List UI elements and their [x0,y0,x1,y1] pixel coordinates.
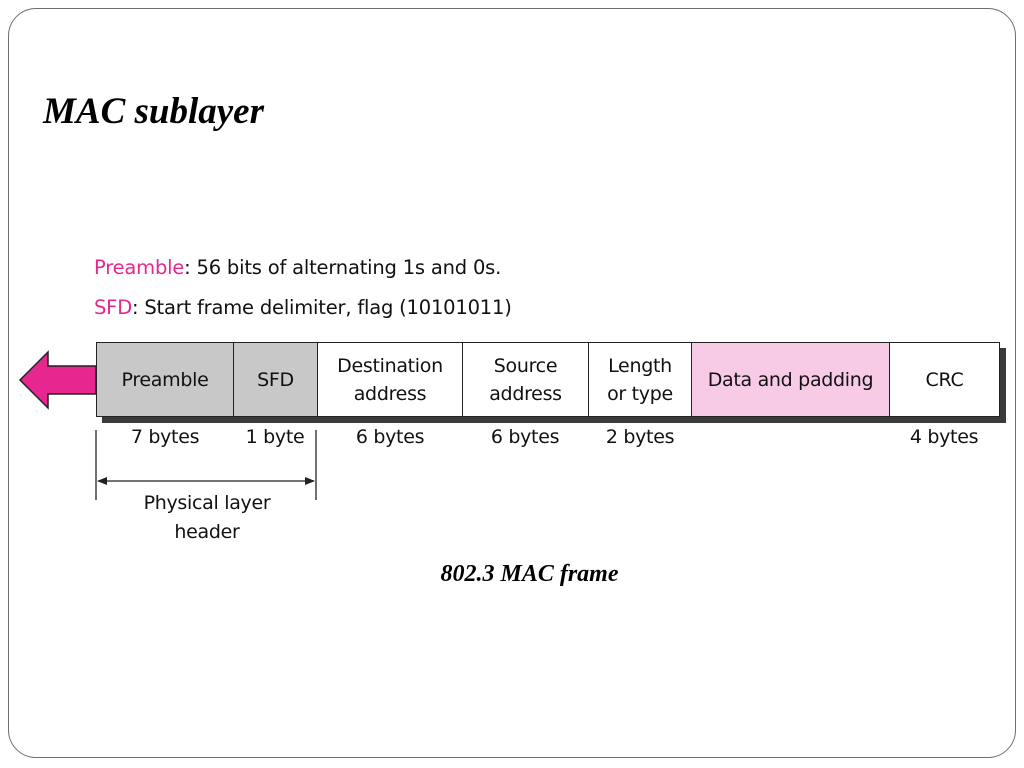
field-source-address: Source address [463,343,589,416]
size-length-or-type: 2 bytes [605,426,675,448]
preamble-note: Preamble: 56 bits of alternating 1s and … [94,256,501,279]
field-destination-address: Destination address [318,343,463,416]
preamble-definition: : 56 bits of alternating 1s and 0s. [184,256,502,279]
slide-title: MAC sublayer [43,91,265,132]
physical-layer-header-label: Physical layer header [143,492,271,543]
field-sfd: SFD [234,343,318,416]
sfd-note: SFD: Start frame delimiter, flag (101010… [94,296,512,319]
size-sfd: 1 byte [245,426,305,448]
figure-caption: 802.3 MAC frame [440,561,619,587]
physical-layer-header-bracket [95,430,317,500]
size-preamble: 7 bytes [130,426,200,448]
field-crc: CRC [890,343,999,416]
field-data-and-padding: Data and padding [692,343,890,416]
field-preamble: Preamble [97,343,234,416]
sfd-term: SFD [94,296,133,319]
sfd-definition: : Start frame delimiter, flag (10101011) [132,296,512,319]
size-crc: 4 bytes [909,426,979,448]
size-destination-address: 6 bytes [355,426,425,448]
mac-frame: Preamble SFD Destination address Source … [96,342,1000,417]
size-source-address: 6 bytes [490,426,560,448]
preamble-term: Preamble [94,256,185,279]
transmission-direction-arrow-icon [18,350,97,410]
field-length-or-type: Length or type [589,343,692,416]
